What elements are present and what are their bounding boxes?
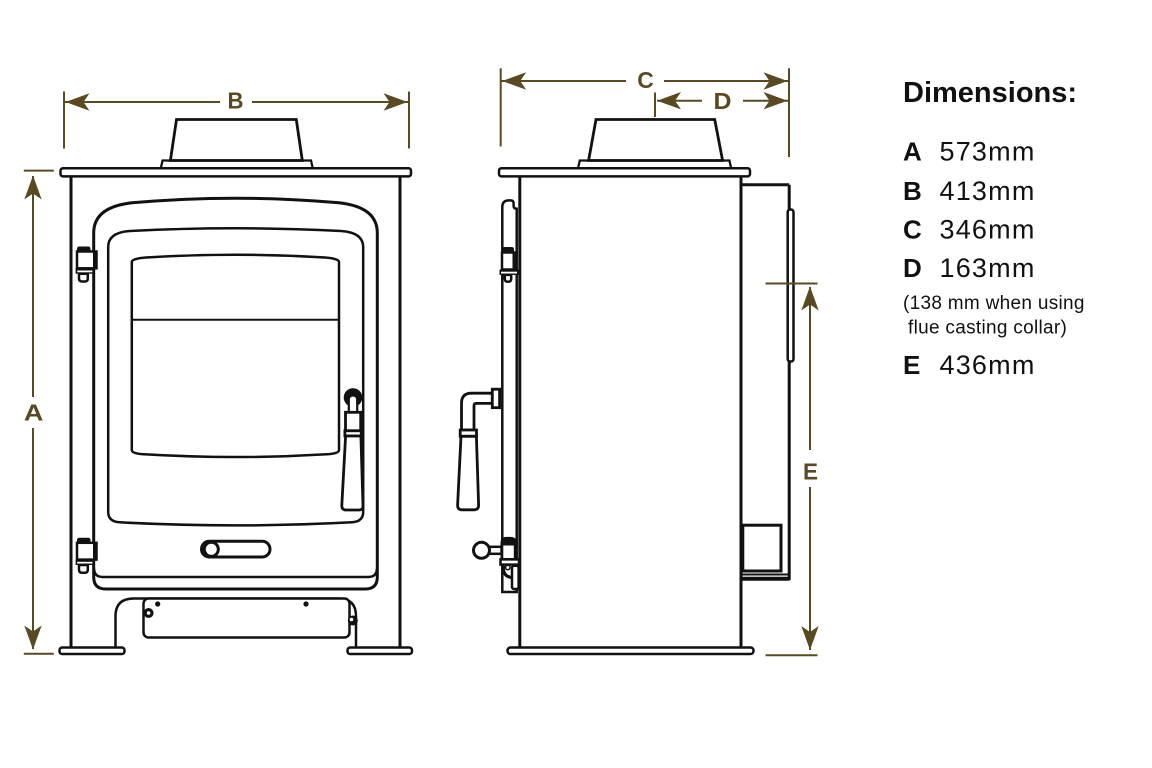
svg-text:Dimensions:: Dimensions: bbox=[903, 77, 1077, 109]
svg-text:163mm: 163mm bbox=[940, 253, 1036, 283]
svg-text:D: D bbox=[903, 253, 922, 283]
svg-text:573mm: 573mm bbox=[940, 137, 1036, 167]
svg-text:E: E bbox=[903, 350, 920, 380]
svg-text:C: C bbox=[903, 215, 922, 245]
svg-text:(138 mm when using: (138 mm when using bbox=[903, 293, 1085, 314]
svg-text:D: D bbox=[714, 88, 732, 114]
svg-text:A: A bbox=[24, 400, 44, 426]
svg-text:B: B bbox=[228, 87, 244, 113]
svg-text:flue casting collar): flue casting collar) bbox=[908, 318, 1067, 339]
svg-text:C: C bbox=[637, 67, 654, 93]
svg-text:413mm: 413mm bbox=[940, 176, 1036, 206]
svg-text:B: B bbox=[903, 176, 922, 206]
svg-text:346mm: 346mm bbox=[940, 215, 1036, 245]
svg-text:A: A bbox=[903, 137, 922, 167]
svg-text:436mm: 436mm bbox=[940, 350, 1036, 380]
svg-text:E: E bbox=[803, 459, 818, 485]
